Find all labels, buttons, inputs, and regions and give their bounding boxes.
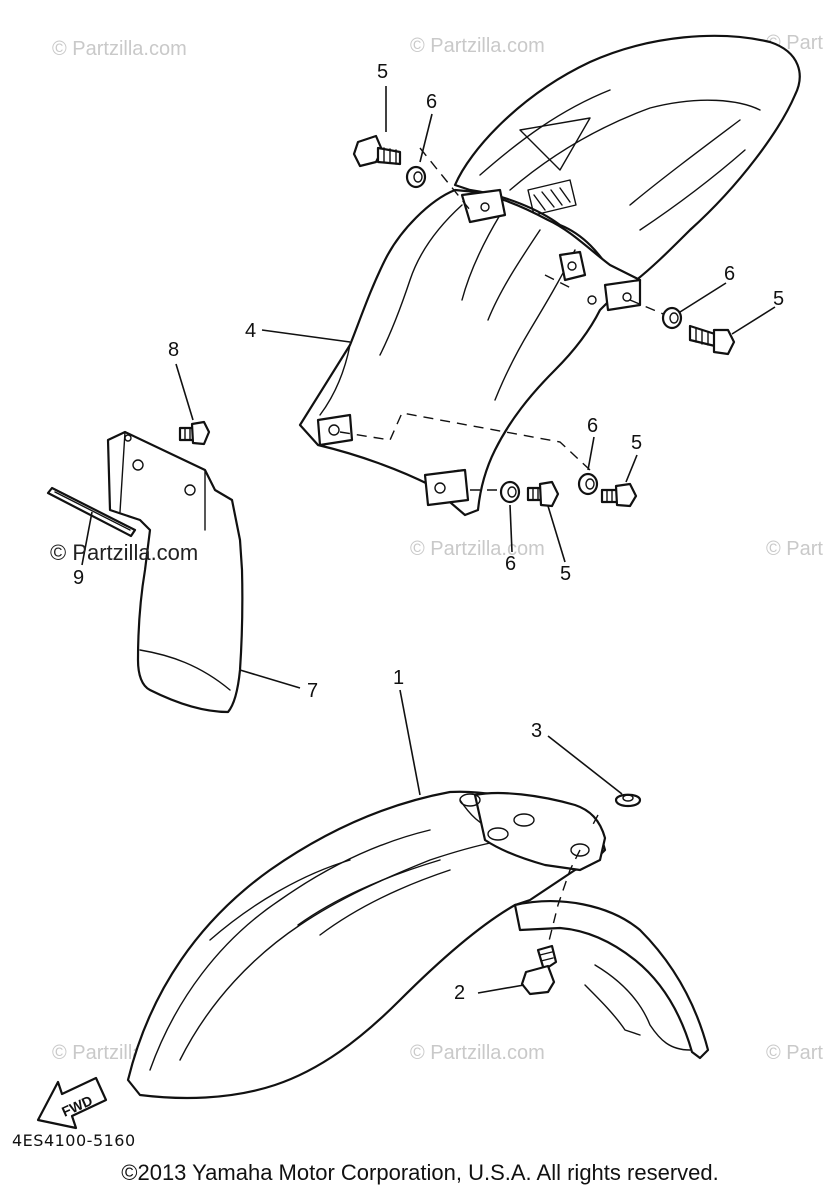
fwd-arrow-icon: FWD [36,1076,108,1130]
callout-labels: 5 6 4 6 5 8 6 5 6 5 9 7 1 3 2 [73,61,784,1004]
bolt-5-right [688,324,736,356]
screw-8 [178,420,211,446]
callout-6: 6 [587,415,598,437]
washer-6-lower-right [577,472,599,496]
callout-9: 9 [73,567,84,589]
bolt-5-top [352,134,402,168]
copyright-notice: ©2013 Yamaha Motor Corporation, U.S.A. A… [121,1160,719,1185]
bolt-5-lower-left [526,480,560,508]
leader-lines [81,86,776,994]
diagram-code: 4ES4100-5160 [12,1131,136,1150]
callout-5: 5 [773,288,784,310]
bolt-2 [520,944,558,996]
callout-8: 8 [168,339,179,361]
nut-3 [614,793,642,808]
watermark: © Partzilla.com [52,38,187,60]
callout-5: 5 [377,61,388,83]
washer-6-lower-left [499,480,521,504]
callout-1: 1 [393,667,404,689]
watermark: © Part [766,538,823,560]
callout-3: 3 [531,720,542,742]
callout-5: 5 [631,432,642,454]
watermark: © Partzilla.com [410,1042,545,1064]
part-7-mudflap [106,430,244,714]
callout-7: 7 [307,680,318,702]
watermark-dark: © Partzilla.com [50,540,199,565]
callout-4: 4 [245,320,256,342]
part-4-fender [298,34,801,517]
callout-5: 5 [560,563,571,585]
callout-2: 2 [454,982,465,1004]
watermark: © Part [766,1042,823,1064]
watermark: © Partzilla.com [410,35,545,57]
washer-6-top [405,165,427,189]
callout-6: 6 [724,263,735,285]
part-1-front-fender [126,790,710,1100]
callout-6: 6 [505,553,516,575]
washer-6-right [661,306,683,330]
bolt-5-lower-right [600,482,638,508]
callout-6: 6 [426,91,437,113]
